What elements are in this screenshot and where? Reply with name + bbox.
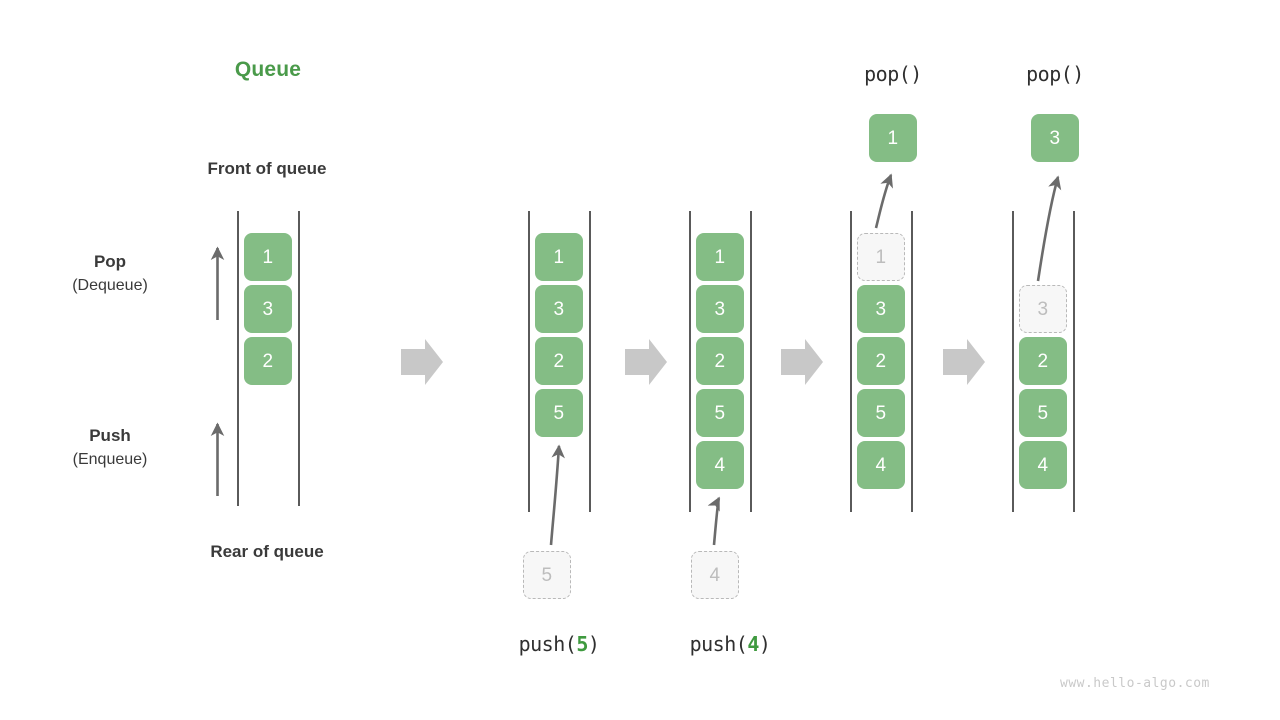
stage-0-rail-left [237,211,239,506]
push-4-motion-arrow [707,496,721,546]
stage-2-caption-arg: 4 [747,632,759,656]
queue-cell: 3 [535,285,583,333]
pop-operation-title: Pop [93,252,127,271]
stage-1-caption: push(5) [469,632,649,656]
stage-4-rail-left [1012,211,1014,512]
pop-operation-label: Pop (Dequeue) [20,250,200,298]
stage-2-caption-prefix: push( [689,632,748,656]
queue-cell-ghost: 3 [1019,285,1067,333]
transition-arrow [625,339,667,385]
front-of-queue-label: Front of queue [207,159,327,178]
stage-2-caption: push(4) [640,632,820,656]
rear-of-queue-label: Rear of queue [210,542,324,561]
pop-operation-subtitle: (Dequeue) [72,277,148,294]
page-title: Queue [234,58,302,81]
watermark: www.hello-algo.com [1060,676,1210,691]
stage-2-caption-suffix: ) [758,632,771,656]
popped-element: 1 [869,114,917,162]
stage-4-rail-right [1073,211,1075,512]
stage-3-rail-left [850,211,852,512]
transition-arrow [781,339,823,385]
queue-cell: 2 [857,337,905,385]
queue-cell-ghost: 1 [857,233,905,281]
stage-1-caption-arg: 5 [576,632,588,656]
queue-cell: 4 [1019,441,1067,489]
stage-3-caption: pop() [864,62,922,86]
queue-cell: 1 [244,233,292,281]
queue-cell: 5 [857,389,905,437]
pop-3-motion-arrow [1036,175,1062,282]
incoming-element-ghost: 5 [523,551,571,599]
push-operation-subtitle: (Enqueue) [72,451,148,468]
transition-arrow [401,339,443,385]
stage-4-caption: pop() [1026,62,1084,86]
queue-cell: 5 [696,389,744,437]
queue-cell: 2 [696,337,744,385]
stage-2-rail-left [689,211,691,512]
stage-2-rail-right [750,211,752,512]
stage-1-rail-right [589,211,591,512]
push-5-motion-arrow [549,444,565,546]
queue-cell: 3 [244,285,292,333]
stage-3-rail-right [911,211,913,512]
incoming-element-ghost: 4 [691,551,739,599]
queue-cell: 4 [857,441,905,489]
popped-element: 3 [1031,114,1079,162]
queue-cell: 2 [244,337,292,385]
pop-1-motion-arrow [874,173,893,229]
queue-cell: 2 [1019,337,1067,385]
push-operation-label: Push (Enqueue) [20,424,200,472]
stage-1-rail-left [528,211,530,512]
queue-cell: 4 [696,441,744,489]
queue-cell: 5 [1019,389,1067,437]
push-operation-title: Push [89,426,131,445]
stage-0-rail-right [298,211,300,506]
queue-cell: 2 [535,337,583,385]
queue-cell: 3 [857,285,905,333]
transition-arrow [943,339,985,385]
stage-1-caption-prefix: push( [518,632,577,656]
queue-cell: 3 [696,285,744,333]
queue-cell: 1 [535,233,583,281]
queue-cell: 5 [535,389,583,437]
stage-1-caption-suffix: ) [587,632,600,656]
queue-cell: 1 [696,233,744,281]
